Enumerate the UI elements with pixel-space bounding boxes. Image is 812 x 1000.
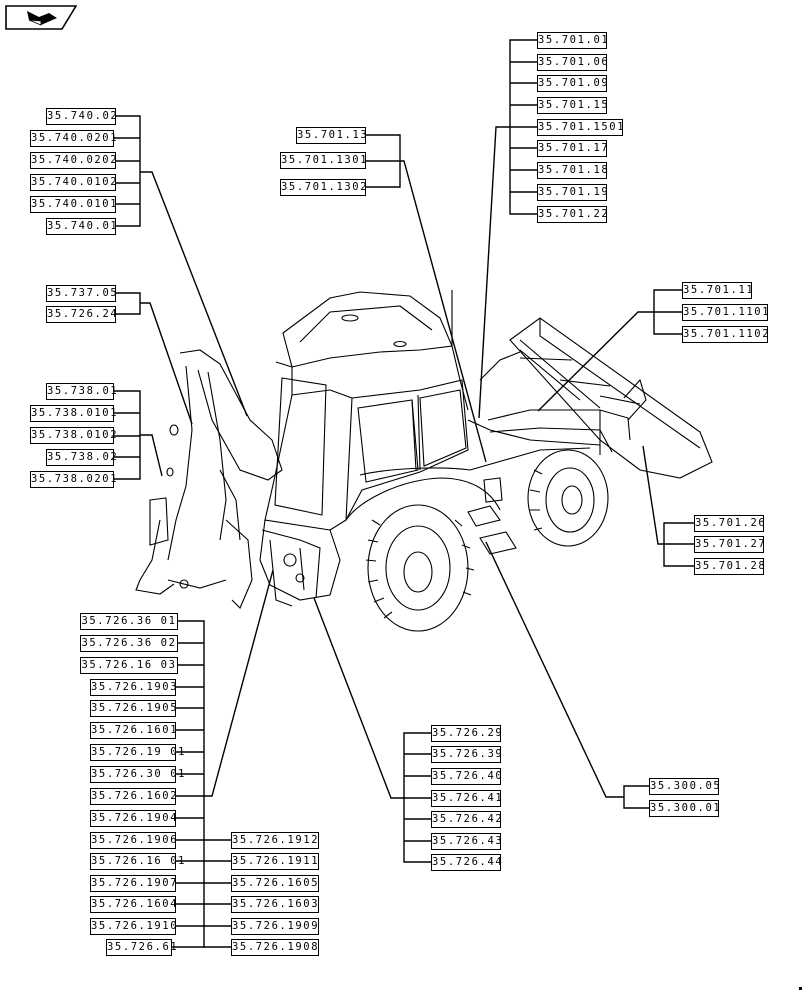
part-ref-35-726-1903[interactable]: 35.726.1903 (90, 679, 177, 696)
part-ref-35-300-01[interactable]: 35.300.01 (649, 800, 720, 817)
part-ref-35-726-39[interactable]: 35.726.39 (431, 746, 502, 763)
part-ref-35-726-1604[interactable]: 35.726.1604 (90, 896, 177, 913)
part-ref-35-726-1911[interactable]: 35.726.1911 (231, 853, 319, 870)
part-ref-35-726-1602[interactable]: 35.726.1602 (90, 788, 177, 805)
part-ref-35-740-0201[interactable]: 35.740.0201 (30, 130, 117, 147)
part-ref-35-726-16-03[interactable]: 35.726.16 03 (80, 657, 178, 674)
part-ref-35-726-1907[interactable]: 35.726.1907 (90, 875, 177, 892)
part-ref-35-726-1904[interactable]: 35.726.1904 (90, 810, 177, 827)
part-ref-35-701-19[interactable]: 35.701.19 (537, 184, 608, 201)
part-ref-35-701-06[interactable]: 35.701.06 (537, 54, 608, 71)
part-ref-35-726-61[interactable]: 35.726.61 (106, 939, 177, 956)
part-ref-35-726-19-01[interactable]: 35.726.19 01 (90, 744, 184, 761)
part-ref-35-737-05[interactable]: 35.737.05 (46, 285, 117, 302)
part-ref-35-738-01[interactable]: 35.738.01 (46, 383, 117, 400)
backhoe-loader-illustration (135, 290, 713, 632)
part-ref-35-701-22[interactable]: 35.701.22 (537, 206, 608, 223)
part-ref-35-726-42[interactable]: 35.726.42 (431, 811, 502, 828)
part-ref-35-726-1906[interactable]: 35.726.1906 (90, 832, 177, 849)
part-ref-35-701-1101[interactable]: 35.701.1101 (682, 304, 769, 321)
part-ref-35-738-02[interactable]: 35.738.02 (46, 449, 117, 466)
part-ref-35-701-1501[interactable]: 35.701.1501 (537, 119, 624, 136)
part-ref-35-740-01[interactable]: 35.740.01 (46, 218, 117, 235)
part-ref-35-740-0101[interactable]: 35.740.0101 (30, 196, 117, 213)
nav-arrow-button[interactable] (5, 5, 78, 30)
part-ref-35-726-40[interactable]: 35.726.40 (431, 768, 502, 785)
part-ref-35-738-0101[interactable]: 35.738.0101 (30, 405, 117, 422)
arrow-forward-icon (5, 5, 78, 30)
part-ref-35-726-1909[interactable]: 35.726.1909 (231, 918, 319, 935)
part-ref-35-701-11[interactable]: 35.701.11 (682, 282, 753, 299)
part-ref-35-726-43[interactable]: 35.726.43 (431, 833, 502, 850)
part-ref-35-726-44[interactable]: 35.726.44 (431, 854, 502, 871)
part-ref-35-726-36-01[interactable]: 35.726.36 01 (80, 613, 178, 630)
part-ref-35-701-09[interactable]: 35.701.09 (537, 75, 608, 92)
part-ref-35-701-27[interactable]: 35.701.27 (694, 536, 765, 553)
part-ref-35-726-41[interactable]: 35.726.41 (431, 790, 502, 807)
part-ref-35-701-13[interactable]: 35.701.13 (296, 127, 367, 144)
part-ref-35-726-1912[interactable]: 35.726.1912 (231, 832, 319, 849)
part-ref-35-738-0201[interactable]: 35.738.0201 (30, 471, 117, 488)
part-ref-35-738-0102[interactable]: 35.738.0102 (30, 427, 117, 444)
part-ref-35-701-15[interactable]: 35.701.15 (537, 97, 608, 114)
part-ref-35-726-24[interactable]: 35.726.24 (46, 306, 117, 323)
part-ref-35-726-1605[interactable]: 35.726.1605 (231, 875, 319, 892)
part-ref-35-726-30-01[interactable]: 35.726.30 01 (90, 766, 184, 783)
part-ref-35-726-1603[interactable]: 35.726.1603 (231, 896, 319, 913)
part-ref-35-701-1102[interactable]: 35.701.1102 (682, 326, 769, 343)
part-ref-35-726-16-01[interactable]: 35.726.16 01 (90, 853, 184, 870)
part-ref-35-726-1908[interactable]: 35.726.1908 (231, 939, 319, 956)
part-ref-35-701-1301[interactable]: 35.701.1301 (280, 152, 367, 169)
part-ref-35-740-0102[interactable]: 35.740.0102 (30, 174, 117, 191)
part-ref-35-726-36-02[interactable]: 35.726.36 02 (80, 635, 178, 652)
part-ref-35-740-02[interactable]: 35.740.02 (46, 108, 117, 125)
part-ref-35-726-1910[interactable]: 35.726.1910 (90, 918, 177, 935)
part-ref-35-701-28[interactable]: 35.701.28 (694, 558, 765, 575)
part-ref-35-300-05[interactable]: 35.300.05 (649, 778, 720, 795)
part-ref-35-726-1601[interactable]: 35.726.1601 (90, 722, 177, 739)
part-ref-35-726-1905[interactable]: 35.726.1905 (90, 700, 177, 717)
part-ref-35-701-18[interactable]: 35.701.18 (537, 162, 608, 179)
part-ref-35-701-01[interactable]: 35.701.01 (537, 32, 608, 49)
part-ref-35-726-29[interactable]: 35.726.29 (431, 725, 502, 742)
corner-mark (799, 987, 802, 990)
part-ref-35-701-1302[interactable]: 35.701.1302 (280, 179, 367, 196)
part-ref-35-701-26[interactable]: 35.701.26 (694, 515, 765, 532)
part-ref-35-701-17[interactable]: 35.701.17 (537, 140, 608, 157)
part-ref-35-740-0202[interactable]: 35.740.0202 (30, 152, 117, 169)
